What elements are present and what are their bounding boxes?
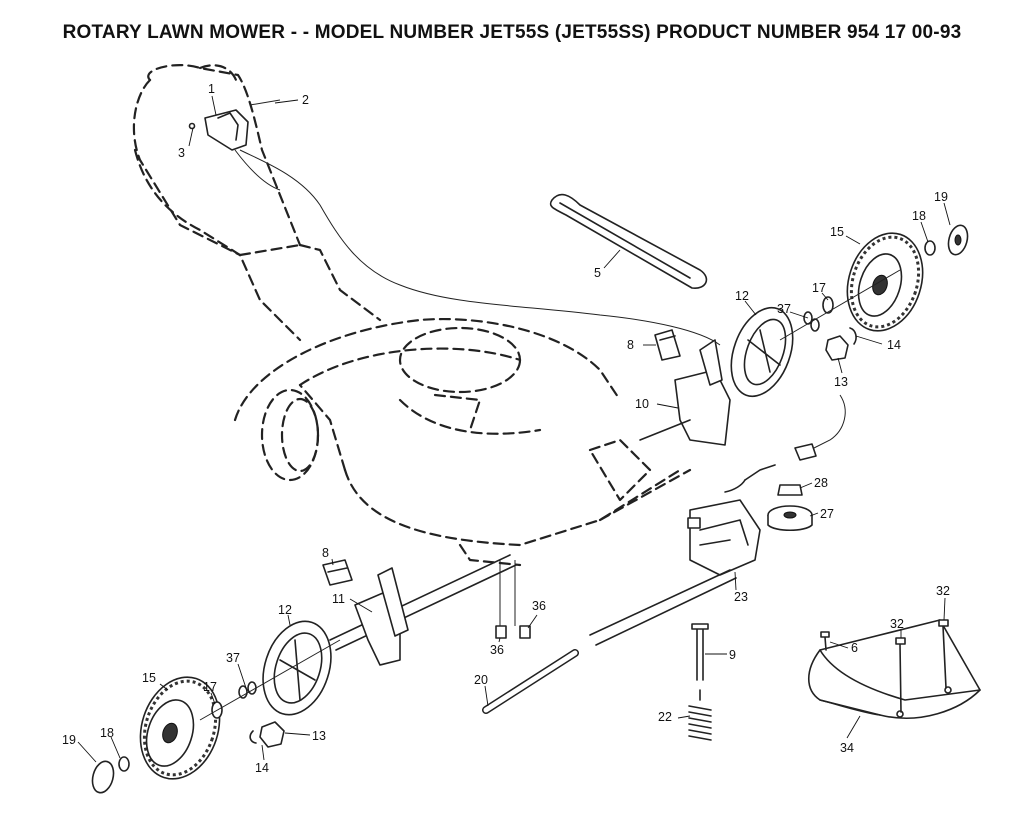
callout-label: 3 [178,146,185,160]
rear-deflector [807,619,981,719]
callout-label: 37 [777,302,791,316]
callout-label: 22 [658,710,672,724]
drive-cable [724,394,846,493]
callout-label: 27 [820,507,834,521]
drive-gear-wheel-left [262,620,332,716]
wheel-right [846,232,924,332]
leader-lines [77,95,951,763]
callout-label: 18 [912,209,926,223]
callout-label: 12 [735,289,749,303]
mower-deck [233,317,692,567]
callout-label: 37 [226,651,240,665]
drive-belt [549,193,708,289]
drive-gear-wheel-right [730,306,794,398]
diagram-title: ROTARY LAWN MOWER - - MODEL NUMBER JET55… [62,22,962,43]
callout-label: 32 [890,617,904,631]
wheel-bracket-right [639,339,731,446]
callout-label: 12 [278,603,292,617]
callout-label: 6 [851,641,858,655]
callout-label: 11 [332,592,345,606]
callout-numbers: 1 2 3 5 8 10 12 37 17 15 18 19 14 13 28 … [62,82,950,775]
throttle-control [188,99,721,346]
callout-label: 8 [322,546,329,560]
callout-label: 13 [834,375,848,389]
callout-label: 9 [729,648,736,662]
callout-label: 2 [302,93,309,107]
right-hub-parts [779,224,969,361]
callout-label: 34 [840,741,854,755]
callout-label: 15 [830,225,844,239]
callout-label: 17 [812,281,826,295]
transmission [589,499,761,646]
height-adjuster-right [654,329,681,361]
callout-label: 1 [208,82,215,96]
wheel-bracket-left [354,567,409,666]
deck-screws [495,560,531,639]
mower-handle [132,64,382,342]
callout-label: 8 [627,338,634,352]
callout-label: 23 [734,590,748,604]
callout-label: 14 [255,761,269,775]
callout-label: 10 [635,397,649,411]
pulley [767,484,813,532]
callout-label: 36 [490,643,504,657]
rear-wheel-outline [260,388,320,482]
rear-axle [329,554,517,651]
left-hub-parts [91,639,341,794]
callout-label: 13 [312,729,326,743]
callout-label: 18 [100,726,114,740]
callout-label: 5 [594,266,601,280]
height-adjuster-left [322,559,353,586]
callout-label: 36 [532,599,546,613]
callout-label: 32 [936,584,950,598]
axle-shaft [482,649,579,714]
wheel-left [139,676,221,780]
callout-label: 19 [62,733,76,747]
callout-label: 28 [814,476,828,490]
callout-label: 15 [142,671,156,685]
callout-label: 14 [887,338,901,352]
callout-label: 19 [934,190,948,204]
callout-label: 20 [474,673,488,687]
deflector-screws [820,619,949,713]
bolt-and-spring [688,623,712,741]
callout-label: 17 [203,680,217,694]
